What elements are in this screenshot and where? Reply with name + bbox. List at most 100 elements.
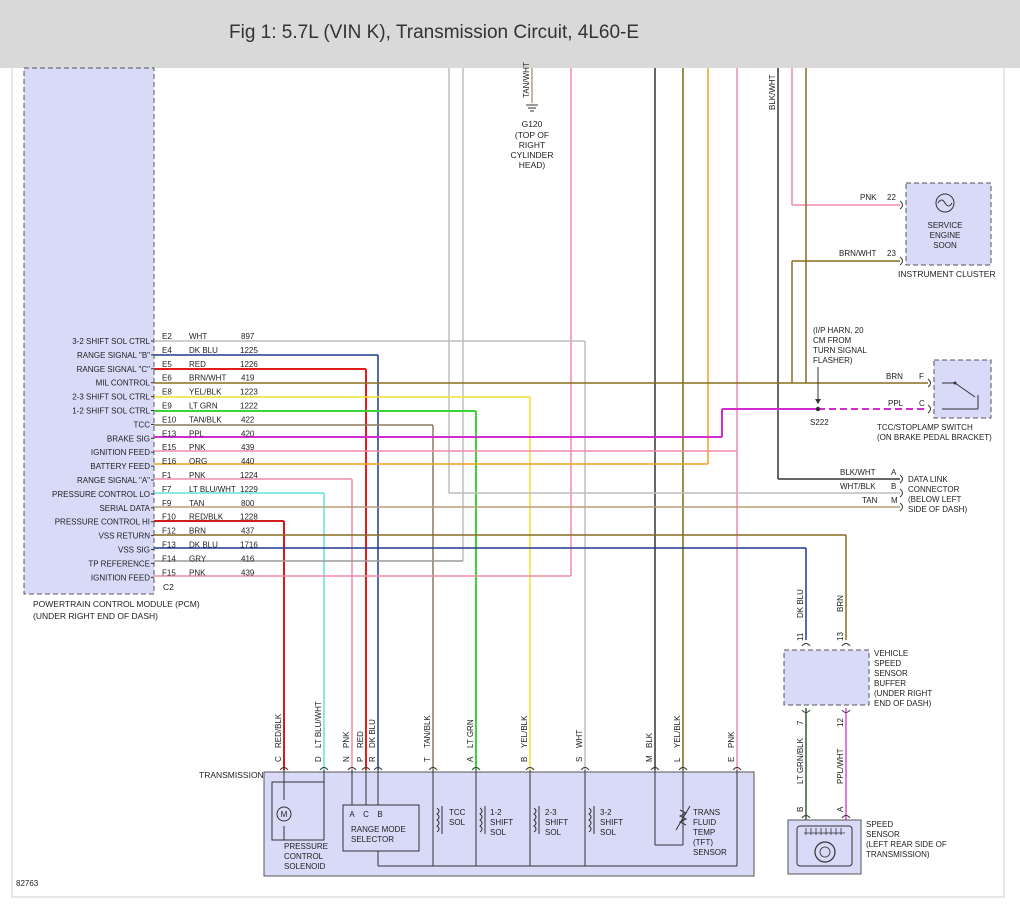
- pcm-pin-label: SERIAL DATA: [99, 504, 150, 513]
- ground-location-line: (TOP OF: [515, 130, 549, 140]
- speed-sensor: B A SPEED SENSOR (LEFT REAR SIDE OF TRAN…: [787, 806, 947, 875]
- pcm-circuit-number: 897: [241, 332, 255, 341]
- ground-wire-label: TAN/WHT: [522, 62, 531, 98]
- pcm-pin-number: F7: [162, 485, 172, 494]
- transmission-wire-color: LT GRN: [466, 719, 475, 748]
- pcm-box: [23, 67, 155, 595]
- solenoid-label-line: SHIFT: [600, 818, 623, 827]
- selector-pin: A: [349, 810, 355, 819]
- switch-location: (ON BRAKE PEDAL BRACKET): [877, 433, 992, 442]
- pcm-pin-label: PRESSURE CONTROL LO: [52, 490, 150, 499]
- cluster-wire-color: PNK: [860, 193, 877, 202]
- pcm-pin-number: F1: [162, 471, 172, 480]
- selector-pin: C: [363, 810, 369, 819]
- pcm-pin-label: RANGE SIGNAL "C": [77, 365, 151, 374]
- motor-symbol: M: [281, 810, 288, 819]
- solenoid-label-line: SOL: [600, 828, 617, 837]
- selector-pin: B: [377, 810, 382, 819]
- solenoid-label-line: 2-3: [545, 808, 557, 817]
- dlc-wire-color: BLK/WHT: [840, 468, 876, 477]
- transmission-wire-color: WHT: [575, 730, 584, 748]
- ground-location-line: CYLINDER: [511, 150, 554, 160]
- transmission-pin-letter: S: [575, 757, 584, 762]
- solenoid-label-line: SOL: [449, 818, 466, 827]
- instrument-cluster: SERVICE ENGINE SOON INSTRUMENT CLUSTER P…: [839, 182, 996, 279]
- page-title: Fig 1: 5.7L (VIN K), Transmission Circui…: [229, 22, 640, 43]
- transmission-pin-letter: C: [274, 756, 283, 762]
- transmission-wire-color: PNK: [342, 731, 351, 748]
- pcm-pin-label: TCC: [134, 420, 151, 429]
- dlc-label-line: DATA LINK: [908, 475, 948, 484]
- pcm-pin-number: E5: [162, 360, 172, 369]
- pcm-wire-color: YEL/BLK: [189, 388, 222, 397]
- sensor-pin: B: [796, 807, 805, 812]
- dlc-pin: A: [891, 468, 897, 477]
- pcm-pin-number: F15: [162, 568, 176, 577]
- pcm-wire-color: LT GRN: [189, 402, 218, 411]
- coil-icon: [436, 807, 440, 833]
- pcm-circuit-number: 419: [241, 374, 255, 383]
- pcm-circuit-number: 416: [241, 554, 255, 563]
- pcm-circuit-number: 1223: [240, 388, 258, 397]
- coil-icon: [588, 807, 592, 833]
- transmission-wire-color: LT BLU/WHT: [314, 701, 323, 748]
- solenoid-label-line: TCC: [449, 808, 466, 817]
- pcm-circuit-number: 437: [241, 527, 255, 536]
- sensor-pin: A: [836, 806, 845, 812]
- pcm-pin-number: E8: [162, 388, 172, 397]
- pcs-label-line: CONTROL: [284, 852, 324, 861]
- solenoid-label-line: SOL: [545, 828, 562, 837]
- lamp-label-line: SOON: [933, 241, 957, 250]
- pcm-pin-number: F12: [162, 527, 176, 536]
- switch-name: TCC/STOPLAMP SWITCH: [877, 423, 973, 432]
- pcm-pin-number: F9: [162, 499, 172, 508]
- ground-g120: TAN/WHT G120 (TOP OF RIGHT CYLINDER HEAD…: [511, 62, 554, 170]
- transmission-pin-terminal: [732, 767, 742, 771]
- pcm-wire-color: RED: [189, 360, 206, 369]
- transmission-pin-terminal: [471, 767, 481, 771]
- wires: [154, 68, 928, 820]
- transmission-wire-color: YEL/BLK: [673, 715, 682, 748]
- solenoid-label-line: SHIFT: [545, 818, 568, 827]
- cluster-wire-color: BRN/WHT: [839, 249, 876, 258]
- splice-note-line: TURN SIGNAL: [813, 346, 867, 355]
- instrument-cluster-name: INSTRUMENT CLUSTER: [898, 269, 996, 279]
- ground-location-line: RIGHT: [519, 140, 545, 150]
- pcm-pin-number: E16: [162, 457, 177, 466]
- pcm-wire-color: PNK: [189, 443, 206, 452]
- dlc-pin: B: [891, 482, 896, 491]
- pcm-wire-color: TAN/BLK: [189, 415, 222, 424]
- pcm-pin-label: 2-3 SHIFT SOL CTRL: [72, 393, 150, 402]
- tft-label-line: TRANS: [693, 808, 720, 817]
- dlc-label-line: CONNECTOR: [908, 485, 960, 494]
- pcm-wire-color: TAN: [189, 499, 205, 508]
- selector-label-line: RANGE MODE: [351, 825, 406, 834]
- buffer-label-line: BUFFER: [874, 679, 906, 688]
- solenoid-3-2: 3-2 SHIFT SOL: [584, 770, 623, 866]
- transmission-wire-color: RED/BLK: [274, 713, 283, 748]
- transmission-pin-terminal: [428, 767, 438, 771]
- pcm-circuit-number: 800: [241, 499, 255, 508]
- pcm-pin-number: E9: [162, 402, 172, 411]
- tft-label-line: FLUID: [693, 818, 716, 827]
- transmission-pin-letter: D: [314, 756, 323, 762]
- transmission-pin-letter: R: [368, 756, 377, 762]
- transmission-pin-letter: L: [673, 757, 682, 762]
- sensor-rotor-icon: [814, 841, 836, 863]
- transmission-wire-color: PNK: [727, 731, 736, 748]
- pcm-pin-label: IGNITION FEED: [91, 573, 150, 582]
- pcm-circuit-number: 420: [241, 429, 255, 438]
- tft-sensor: TRANS FLUID TEMP (TFT) SENSOR: [654, 770, 727, 857]
- pcm-pin-label: BRAKE SIG: [107, 434, 150, 443]
- solenoid-label-line: 1-2: [490, 808, 502, 817]
- pcm-pin-number: E4: [162, 346, 172, 355]
- solenoid-2-3: 2-3 SHIFT SOL: [529, 770, 568, 866]
- transmission-pin-terminal: [319, 767, 329, 771]
- figure-header: Fig 1: 5.7L (VIN K), Transmission Circui…: [0, 0, 1020, 68]
- pcm-pin-number: E15: [162, 443, 177, 452]
- pcm-circuit-number: 1225: [240, 346, 258, 355]
- tft-label-line: (TFT): [693, 838, 713, 847]
- transmission-pin-terminal: [361, 767, 371, 771]
